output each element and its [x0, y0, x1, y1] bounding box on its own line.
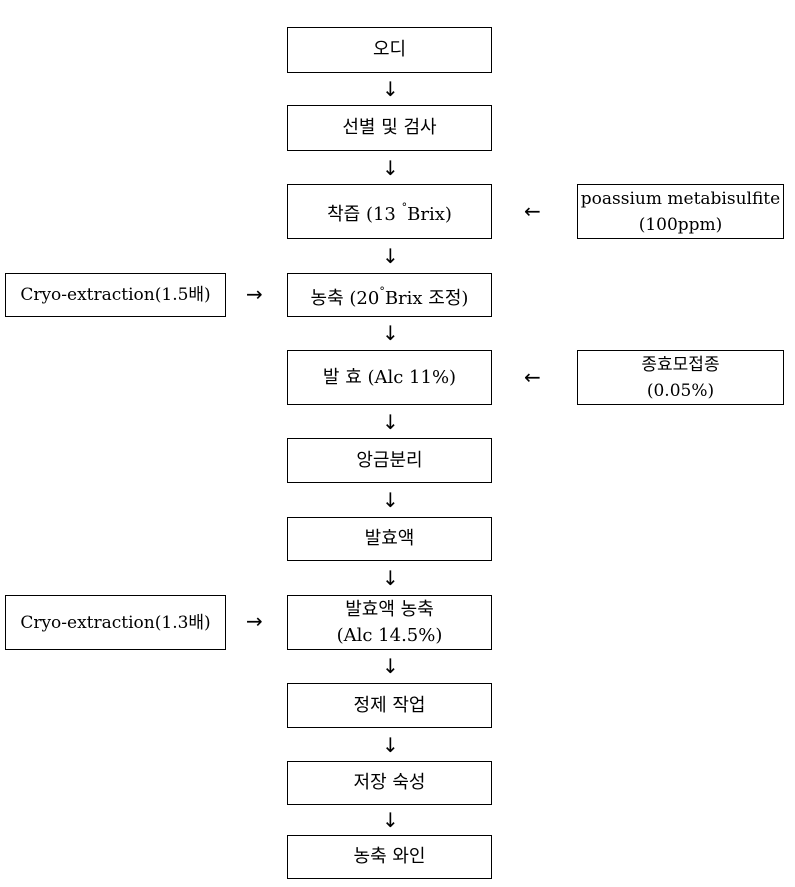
- additive-metabisulfite-label-2: (100ppm): [638, 214, 723, 235]
- step-fermented-liquid-box: 발효액: [287, 517, 492, 561]
- cryo-extraction-2-box: Cryo-extraction(1.3배): [5, 595, 226, 650]
- arrow-right-cryo-2: →: [246, 609, 263, 633]
- step-storage-aging-label: 저장 숙성: [353, 772, 426, 793]
- yeast-inoculation-label-2: (0.05%): [646, 380, 715, 401]
- step-concentration-label: 농축 (20°Brix 조정): [310, 284, 469, 309]
- arrow-down-3: ↓: [382, 244, 399, 268]
- arrow-down-9: ↓: [382, 733, 399, 757]
- step-refining-label: 정제 작업: [353, 694, 426, 716]
- additive-metabisulfite-box: poassium metabisulfite (100ppm): [577, 184, 784, 239]
- step-liquid-concentration-box: 발효액 농축 (Alc 14.5%): [287, 595, 492, 650]
- step-storage-aging-box: 저장 숙성: [287, 761, 492, 805]
- arrow-down-1: ↓: [382, 77, 399, 101]
- step-liquid-concentration-label-2: (Alc 14.5%): [336, 624, 443, 646]
- step-sediment-separation-box: 앙금분리: [287, 438, 492, 483]
- step-odi-box: 오디: [287, 27, 492, 73]
- yeast-inoculation-box: 종효모접종 (0.05%): [577, 350, 784, 405]
- step-refining-box: 정제 작업: [287, 683, 492, 728]
- step-fermentation-label: 발 효 (Alc 11%): [322, 366, 457, 388]
- additive-metabisulfite-label-1: poassium metabisulfite: [580, 188, 781, 209]
- step-fermentation-box: 발 효 (Alc 11%): [287, 350, 492, 405]
- step-liquid-concentration-label-1: 발효액 농축: [345, 598, 434, 620]
- arrow-down-6: ↓: [382, 488, 399, 512]
- step-concentrated-wine-label: 농축 와인: [353, 846, 426, 867]
- step-concentration-box: 농축 (20°Brix 조정): [287, 273, 492, 317]
- arrow-down-10: ↓: [382, 808, 399, 832]
- arrow-down-2: ↓: [382, 156, 399, 180]
- arrow-right-cryo-1: →: [246, 282, 263, 306]
- step-odi-label: 오디: [372, 39, 407, 60]
- arrow-down-7: ↓: [382, 566, 399, 590]
- cryo-extraction-2-label: Cryo-extraction(1.3배): [20, 612, 211, 633]
- cryo-extraction-1-label: Cryo-extraction(1.5배): [20, 285, 211, 305]
- arrow-left-yeast: ←: [524, 365, 541, 389]
- step-sorting-box: 선별 및 검사: [287, 105, 492, 151]
- step-juicing-label: 착즙 (13 °Brix): [327, 201, 452, 225]
- arrow-down-4: ↓: [382, 321, 399, 345]
- step-juicing-box: 착즙 (13 °Brix): [287, 184, 492, 239]
- step-sorting-label: 선별 및 검사: [342, 117, 437, 138]
- arrow-left-additive: ←: [524, 199, 541, 223]
- step-concentrated-wine-box: 농축 와인: [287, 835, 492, 879]
- step-fermented-liquid-label: 발효액: [364, 528, 415, 549]
- step-sediment-separation-label: 앙금분리: [356, 449, 423, 471]
- arrow-down-8: ↓: [382, 654, 399, 678]
- yeast-inoculation-label-1: 종효모접종: [641, 354, 720, 375]
- cryo-extraction-1-box: Cryo-extraction(1.5배): [5, 273, 226, 317]
- arrow-down-5: ↓: [382, 410, 399, 434]
